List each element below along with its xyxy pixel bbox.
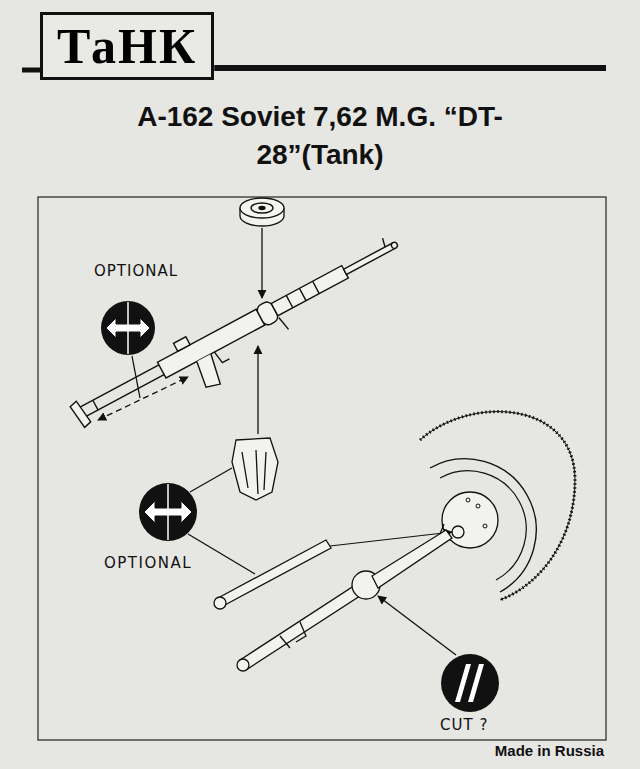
barrel-part bbox=[214, 540, 331, 609]
mounted-gun bbox=[237, 524, 452, 671]
logo-box: ТаНК bbox=[40, 12, 214, 80]
header-bar bbox=[22, 68, 40, 73]
title: A-162 Soviet 7,62 M.G. “DT-28”(Tank) bbox=[110, 98, 530, 174]
callout-label: CUT ? bbox=[440, 716, 488, 734]
header-bar bbox=[214, 65, 606, 71]
drum-magazine bbox=[240, 198, 284, 298]
mantlet bbox=[330, 412, 575, 600]
callout-label: OPTIONAL bbox=[104, 554, 192, 572]
logo-text: ТаНК bbox=[57, 17, 197, 75]
cut-symbol bbox=[378, 596, 499, 712]
machine-gun bbox=[67, 228, 416, 452]
magazine-part bbox=[232, 346, 278, 500]
origin-note: Made in Russia bbox=[495, 742, 604, 759]
slide-arrow bbox=[98, 377, 188, 420]
option-symbol bbox=[101, 301, 155, 398]
callout-label: OPTIONAL bbox=[94, 262, 178, 280]
frame bbox=[38, 197, 606, 740]
